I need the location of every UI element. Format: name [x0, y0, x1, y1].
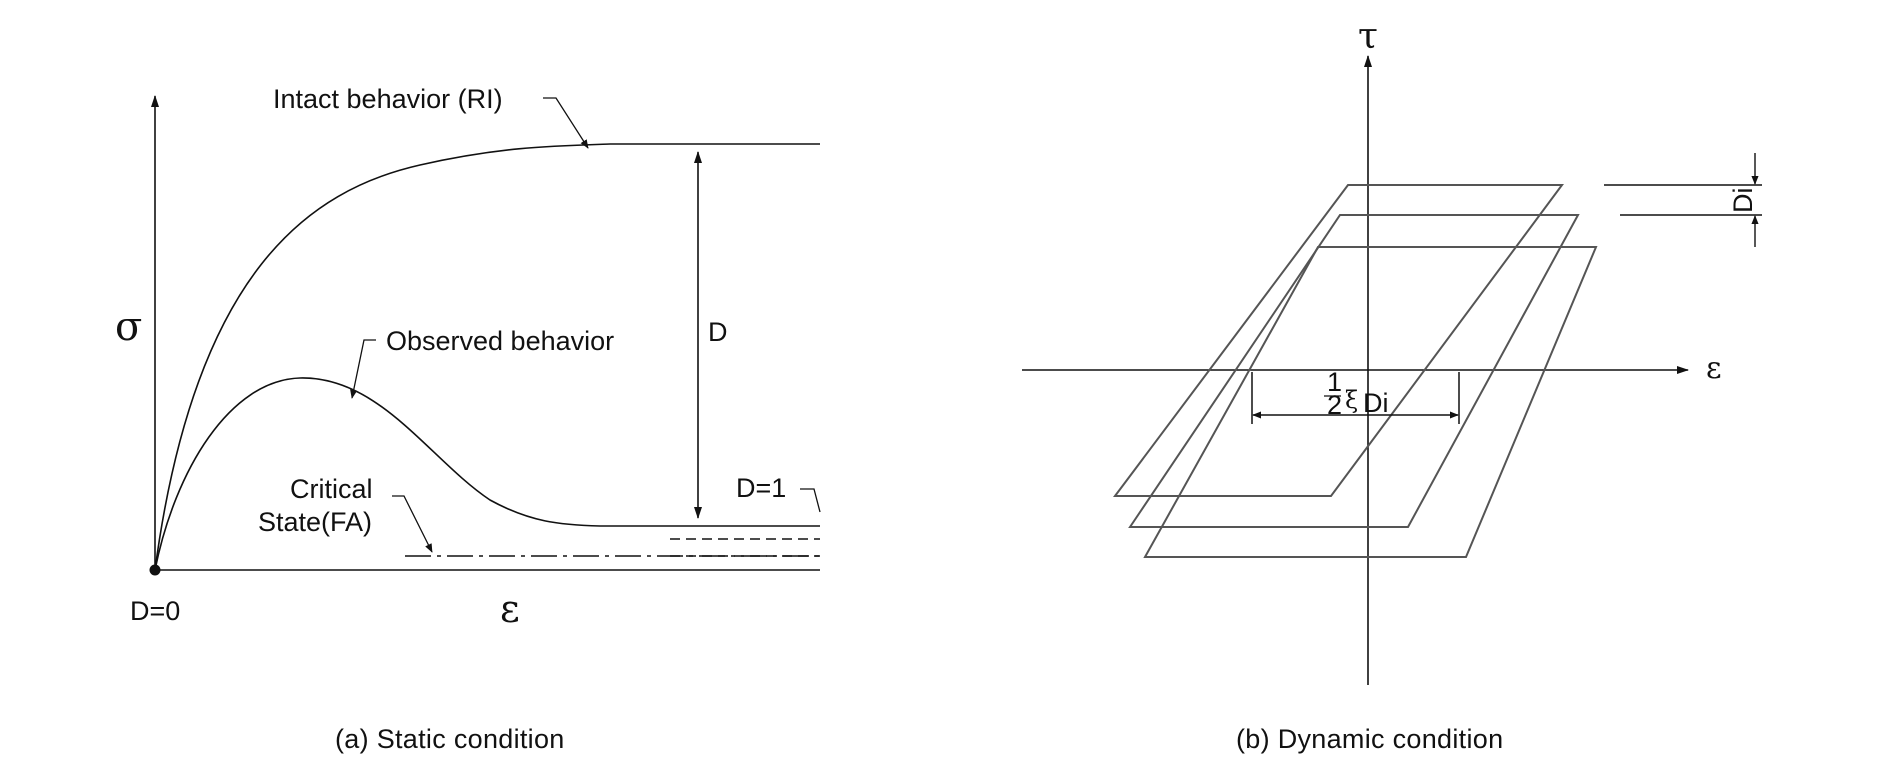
damage-increment-label: Di [1728, 188, 1758, 214]
full-damage-leader [800, 488, 821, 513]
critical-state-label-line2: State(FA) [258, 507, 372, 537]
dynamic-condition-caption: (b) Dynamic condition [1236, 724, 1503, 754]
fraction-numerator: 1 [1327, 367, 1342, 397]
critical-leader [392, 495, 433, 553]
static-condition-caption: (a) Static condition [335, 724, 565, 754]
origin-label: D=0 [130, 596, 180, 626]
static-condition-panel: σ ε Intact behavior (RI) Observed behavi… [115, 84, 821, 754]
intact-leader [543, 97, 589, 149]
observed-behavior-label: Observed behavior [386, 326, 614, 356]
intact-behavior-label: Intact behavior (RI) [273, 84, 503, 114]
tau-axis-symbol: τ [1358, 16, 1378, 57]
critical-state-label-line1: Critical [290, 474, 373, 504]
hysteresis-loop-2 [1128, 214, 1580, 528]
observed-behavior-curve [154, 377, 820, 571]
damping-ratio-subscript: Di [1363, 388, 1389, 418]
full-damage-label: D=1 [736, 473, 786, 503]
hysteresis-loop-3 [1143, 246, 1598, 558]
fraction-denominator: 2 [1327, 390, 1342, 420]
sigma-axis-symbol: σ [115, 304, 142, 350]
damage-label: D [708, 317, 728, 347]
intact-behavior-curve [154, 143, 820, 571]
dynamic-condition-panel: Di 1 2 ξ Di τ ε (b) Dynamic condition [1022, 16, 1762, 754]
strain-axis-symbol: ε [500, 587, 520, 631]
damping-ratio-symbol: ξ [1345, 386, 1358, 414]
observed-leader [350, 339, 376, 399]
hysteresis-loop-1 [1113, 184, 1564, 497]
dynamic-strain-axis-symbol: ε [1706, 351, 1722, 386]
